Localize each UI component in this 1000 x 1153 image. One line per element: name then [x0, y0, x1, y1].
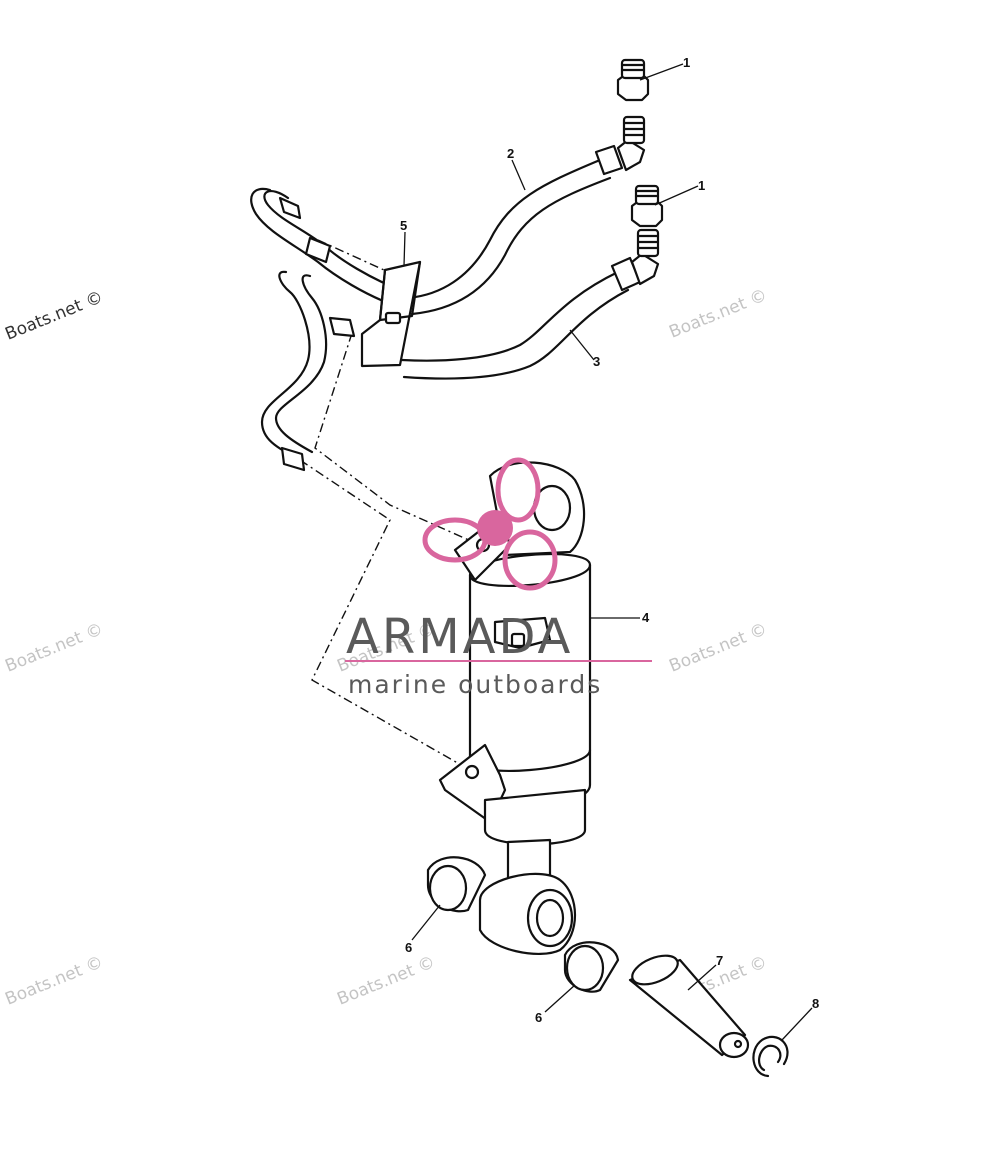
- callout-3: 3: [593, 354, 600, 369]
- watermark: Boats.net ©: [666, 619, 770, 676]
- callouts: 1 1 2 3 4 5 6 6 7 8: [400, 55, 819, 1025]
- pin-7: [628, 954, 750, 1059]
- propeller-logo: [422, 457, 558, 591]
- elbow-fitting-lower: [630, 228, 660, 286]
- brand-title: ARMADA: [346, 609, 573, 665]
- tilt-cylinder-4: [438, 461, 592, 955]
- watermark: Boats.net ©: [2, 952, 106, 1009]
- callout-1-upper: 1: [683, 55, 690, 70]
- leader-lines: [403, 63, 813, 1041]
- callout-2: 2: [507, 146, 514, 161]
- watermark: Boats.net ©: [334, 952, 438, 1009]
- cap-1-upper: [616, 58, 650, 102]
- watermark: Boats.net ©: [2, 619, 106, 676]
- hose-3: [400, 256, 642, 380]
- brand-watermark: ARMADA marine outboards: [345, 457, 652, 699]
- brand-subtitle: marine outboards: [348, 670, 602, 699]
- callout-7: 7: [716, 953, 723, 968]
- bushing-6-right: [563, 941, 620, 993]
- elbow-fitting-upper: [616, 115, 646, 172]
- retaining-ring-8: [752, 1035, 789, 1078]
- cap-1-lower: [630, 184, 664, 228]
- rigid-tube-lower: [260, 270, 356, 472]
- callout-1-lower: 1: [698, 178, 705, 193]
- hose-2: [406, 144, 624, 316]
- callout-4: 4: [642, 610, 650, 625]
- watermark: Boats.net ©: [666, 285, 770, 342]
- rigid-tube-upper: [250, 187, 402, 308]
- callout-8: 8: [812, 996, 819, 1011]
- callout-5: 5: [400, 218, 407, 233]
- watermark-left: Boats.net ©: [2, 287, 106, 344]
- bushing-6-left: [426, 856, 487, 913]
- callout-6-left: 6: [405, 940, 412, 955]
- clamp-5: [360, 260, 422, 368]
- callout-6-right: 6: [535, 1010, 542, 1025]
